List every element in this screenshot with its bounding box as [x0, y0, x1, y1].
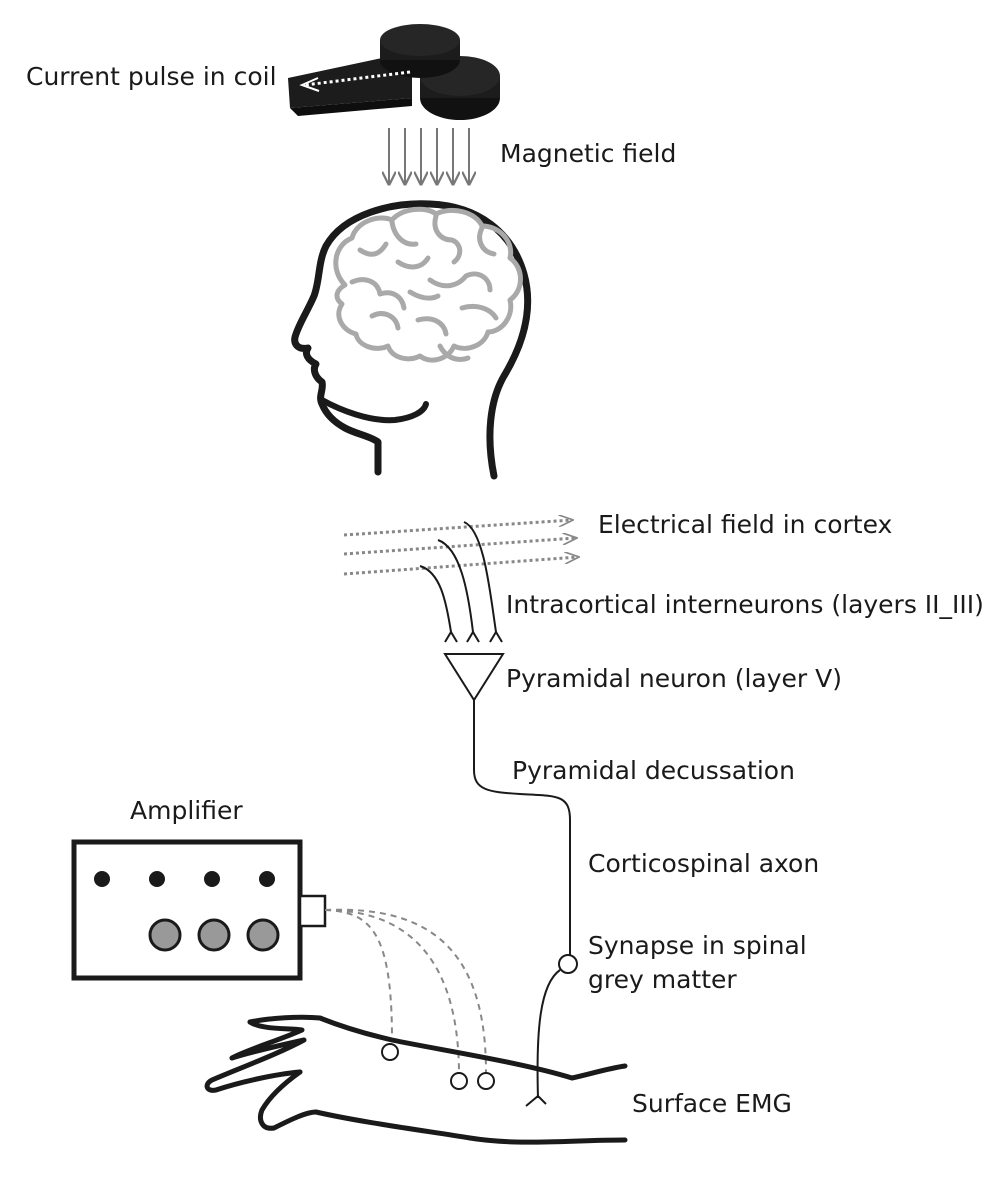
decussation-label: Pyramidal decussation [512, 756, 795, 785]
electrical-field-label: Electrical field in cortex [598, 510, 892, 539]
magnetic-field-label: Magnetic field [500, 139, 676, 168]
indicator-dot [204, 871, 220, 887]
head-icon [291, 200, 532, 480]
magnetic-field-arrows [389, 128, 469, 184]
electrode-leads [324, 908, 487, 1073]
amplifier-knob [246, 918, 280, 952]
indicator-dot [94, 871, 110, 887]
pyramidal-neuron-label: Pyramidal neuron (layer V) [506, 664, 842, 693]
emg-electrode [450, 1072, 468, 1090]
amplifier-knob [197, 918, 231, 952]
axon-label: Corticospinal axon [588, 849, 819, 878]
synapse-icon [558, 954, 578, 974]
motor-neuron-fiber [536, 969, 561, 1099]
arm-hand-icon [204, 1014, 628, 1145]
amplifier-label: Amplifier [130, 796, 243, 825]
indicator-dot [259, 871, 275, 887]
amplifier-box [71, 839, 327, 981]
electrical-field-arrows [343, 520, 578, 576]
corticospinal-axon [473, 700, 571, 956]
emg-electrode [477, 1072, 495, 1090]
emg-label: Surface EMG [632, 1089, 792, 1118]
emg-electrode [381, 1043, 399, 1061]
brain-icon [333, 206, 523, 363]
coil-label: Current pulse in coil [26, 62, 277, 91]
amplifier-connector [298, 894, 327, 928]
amplifier-knob [148, 918, 182, 952]
interneurons-label: Intracortical interneurons (layers II_II… [506, 590, 984, 619]
indicator-dot [149, 871, 165, 887]
synapse-label-line1: Synapse in spinal [588, 931, 807, 960]
synapse-label-line2: grey matter [588, 965, 737, 994]
tms-coil [288, 24, 500, 120]
pyramidal-neuron-icon [443, 653, 505, 702]
interneurons [419, 521, 503, 643]
